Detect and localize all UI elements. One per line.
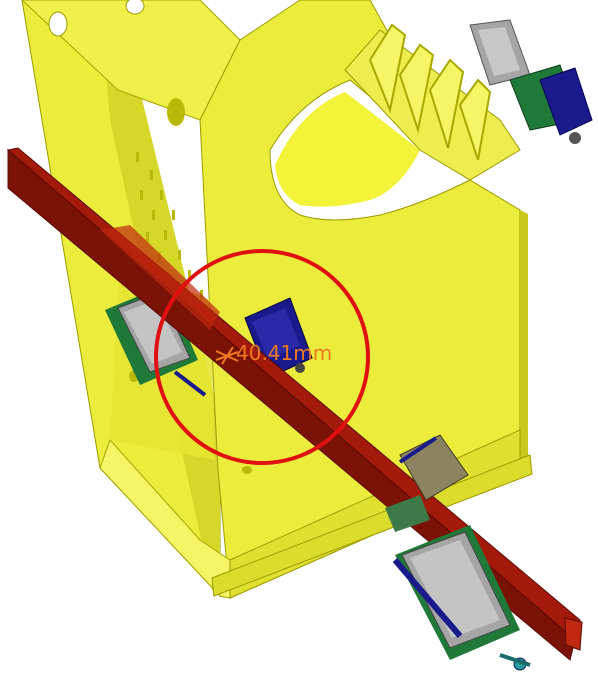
actuator-top-right[interactable] [469,19,593,144]
actuator-bottom[interactable] [392,525,531,671]
actuator-lower-middle[interactable] [385,434,469,532]
frame-hole [242,466,252,474]
actuator-left[interactable] [105,285,207,397]
measurement-highlight-circle [154,249,370,465]
crosshair-marker-icon [215,346,239,365]
frame-right-edge [520,210,528,474]
frame-scoop-surface [275,92,420,207]
frame-hole [125,0,145,15]
yellow-frame-assembly[interactable] [21,0,533,599]
dimension-label: 40.41mm [236,341,333,365]
frame-ribs [368,23,492,161]
red-beam[interactable] [6,147,583,661]
frame-hole [48,11,68,37]
frame-hole [167,98,185,126]
